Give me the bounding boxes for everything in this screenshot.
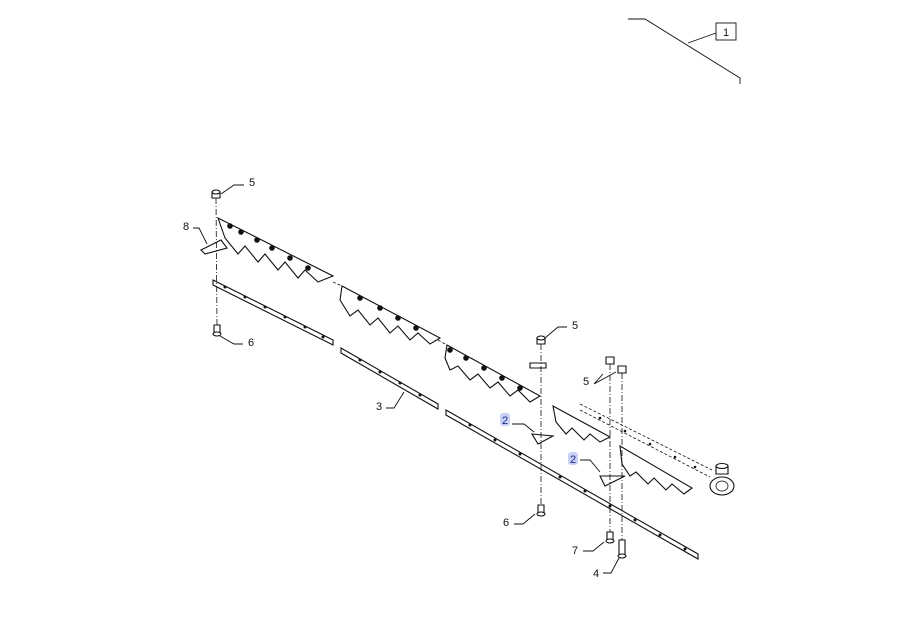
callout-7[interactable]: 7 <box>572 545 578 557</box>
callout-5-center[interactable]: 5 <box>572 320 578 332</box>
callout-8[interactable]: 8 <box>183 221 189 233</box>
bolt-part-7 <box>605 531 615 544</box>
leader-lines <box>193 184 620 574</box>
knife-head-section <box>552 403 735 496</box>
callout-6-left[interactable]: 6 <box>248 337 254 349</box>
bolt-lower-left <box>212 324 222 337</box>
nut-top-left <box>211 189 221 199</box>
knife-assembly-upper <box>217 216 542 403</box>
nut-center <box>529 335 547 369</box>
callout-2-upper[interactable]: 2 <box>502 415 508 427</box>
assembly-center-lines <box>215 197 623 540</box>
callout-3[interactable]: 3 <box>376 401 382 413</box>
callout-labels: 5 8 6 3 5 5 2 2 6 7 4 <box>183 177 599 580</box>
bolt-part-4 <box>617 539 627 559</box>
section-part-2b <box>599 475 626 487</box>
callout-4[interactable]: 4 <box>593 568 599 580</box>
section-part-2a <box>530 433 555 445</box>
section-part-8 <box>200 239 228 255</box>
nuts-right <box>605 356 627 374</box>
bolt-center <box>536 504 546 517</box>
callout-2-lower-highlight <box>568 452 578 465</box>
callout-6-center[interactable]: 6 <box>503 517 509 529</box>
knife-back-bar <box>212 279 699 560</box>
reference-box-label: 1 <box>723 27 729 39</box>
callout-2-upper-highlight <box>500 413 510 426</box>
callout-5-top-left[interactable]: 5 <box>249 177 255 189</box>
callout-5-right[interactable]: 5 <box>583 376 589 388</box>
reference-box-1[interactable]: 1 <box>628 18 741 84</box>
callout-2-lower[interactable]: 2 <box>570 454 576 466</box>
